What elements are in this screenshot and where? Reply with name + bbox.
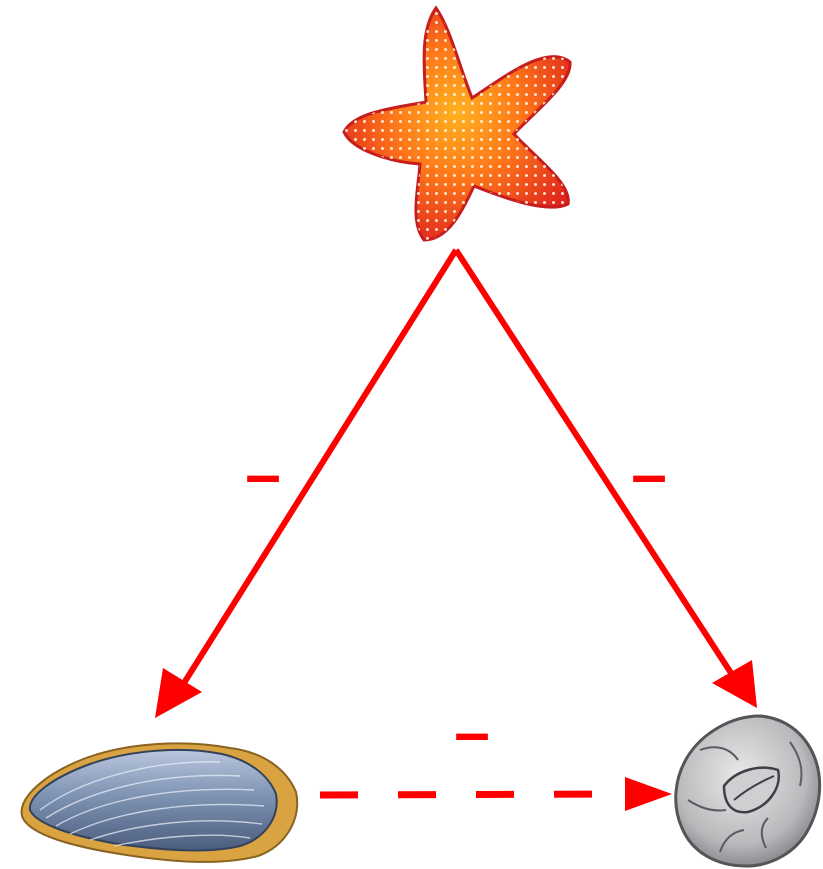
mussel-icon — [22, 743, 298, 862]
sign-mussel-barnacle: – — [454, 696, 490, 768]
arrow-mussel-to-barnacle — [320, 777, 672, 811]
barnacle-icon — [676, 716, 820, 866]
sign-starfish-barnacle: – — [631, 438, 667, 510]
arrow-starfish-to-barnacle — [456, 250, 757, 708]
sign-starfish-mussel: – — [245, 438, 281, 510]
arrow-starfish-to-mussel — [155, 250, 456, 718]
starfish-icon — [344, 8, 570, 240]
